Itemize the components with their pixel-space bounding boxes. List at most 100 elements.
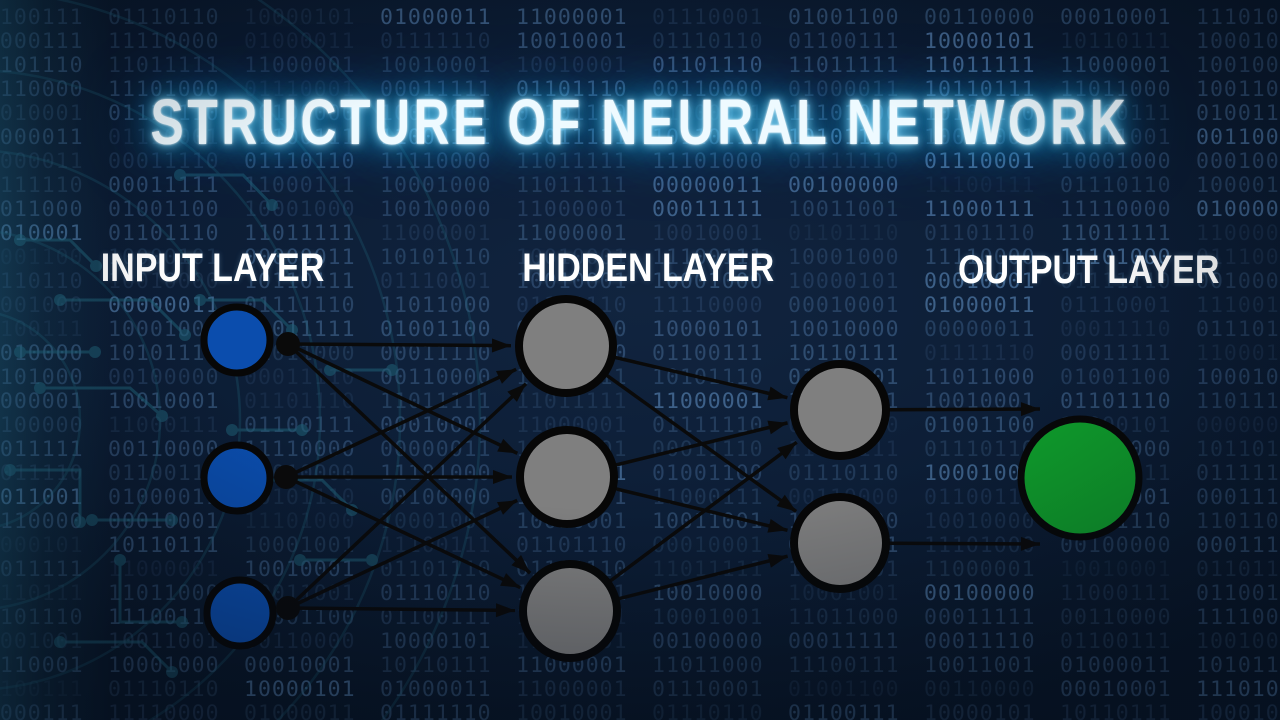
binary-octet: 10010001 [516, 701, 628, 720]
binary-octet: 11000111 [1196, 341, 1280, 366]
binary-octet: 01110110 [788, 461, 900, 486]
circuit-node-dot [54, 294, 66, 306]
circuit-node-dot [4, 464, 16, 476]
binary-octet: 11101000 [1196, 5, 1280, 30]
binary-octet: 00100000 [0, 413, 84, 438]
binary-octet: 10010001 [516, 53, 628, 78]
binary-octet: 11011111 [0, 557, 84, 582]
binary-octet: 01000011 [1196, 197, 1280, 222]
circuit-trace [8, 468, 82, 524]
circuit-node-dot [34, 382, 46, 394]
binary-octet: 10010000 [924, 509, 1036, 534]
binary-octet: 11110000 [924, 245, 1036, 270]
binary-octet: 00110000 [0, 509, 84, 534]
edge-arrow [285, 475, 522, 590]
edge-arrow [287, 498, 518, 610]
binary-octet: 00011111 [788, 629, 900, 654]
circuit-trace [58, 298, 187, 337]
binary-octet: 11000001 [1060, 53, 1172, 78]
binary-octet: 10001001 [108, 317, 220, 342]
binary-octet: 11011111 [516, 125, 628, 150]
binary-octet: 10000101 [108, 245, 220, 270]
binary-octet: 01110110 [1196, 317, 1280, 342]
binary-octet: 01111110 [924, 341, 1036, 366]
circuit-node-dot [74, 516, 86, 528]
binary-octet: 01111110 [380, 701, 492, 720]
binary-octet: 01101110 [788, 221, 900, 246]
binary-octet: 01100111 [652, 341, 764, 366]
circuit-trace [248, 478, 354, 512]
binary-octet: 11011111 [924, 53, 1036, 78]
binary-octet: 11101000 [244, 509, 356, 534]
binary-octet: 10000101 [924, 701, 1036, 720]
binary-octet: 10010001 [516, 29, 628, 54]
binary-octet: 01110110 [1060, 173, 1172, 198]
output-layer-label-wrap: OUTPUT LAYER [909, 248, 1269, 293]
binary-octet: 01110001 [1060, 293, 1172, 318]
hidden-layer-label-wrap: HIDDEN LAYER [468, 246, 828, 291]
circuit-trace [118, 558, 184, 624]
binary-octet: 00010001 [0, 101, 84, 126]
binary-octet: 10000101 [244, 5, 356, 30]
binary-octet: 11000001 [924, 557, 1036, 582]
binary-octet: 00011110 [108, 149, 220, 174]
binary-octet: 01110001 [0, 653, 84, 678]
circuit-node-dot [174, 169, 186, 181]
circuit-node-dot [54, 636, 66, 648]
binary-octet: 11011000 [652, 653, 764, 678]
binary-octet: 10010000 [1196, 629, 1280, 654]
binary-octet: 10001000 [1196, 365, 1280, 390]
binary-octet: 00010001 [1060, 5, 1172, 30]
binary-octet: 01101110 [1060, 389, 1172, 414]
binary-octet: 00110000 [1196, 125, 1280, 150]
binary-octet: 00000011 [1196, 413, 1280, 438]
binary-octet: 00011110 [1060, 317, 1172, 342]
binary-octet: 01110110 [244, 149, 356, 174]
binary-octet: 10001001 [652, 605, 764, 630]
input-node [203, 576, 277, 650]
binary-octet: 10000101 [1196, 173, 1280, 198]
circuit-node-dot [176, 616, 188, 628]
binary-octet: 10010001 [0, 221, 84, 246]
binary-octet: 10001000 [788, 245, 900, 270]
binary-octet: 10010000 [108, 269, 220, 294]
binary-octet: 01100111 [924, 485, 1036, 510]
binary-octet: 11011000 [108, 581, 220, 606]
circuit-node-dot [14, 346, 26, 358]
binary-octet: 10001001 [924, 125, 1036, 150]
binary-octet: 01110110 [652, 701, 764, 720]
binary-octet: 00000011 [0, 149, 84, 174]
binary-octet: 11000001 [516, 197, 628, 222]
binary-octet: 11100111 [1196, 293, 1280, 318]
binary-octet: 10000101 [0, 533, 84, 558]
binary-octet: 11100111 [652, 245, 764, 270]
binary-octet: 11011000 [380, 293, 492, 318]
binary-octet: 10110111 [652, 125, 764, 150]
binary-octet: 10010001 [108, 389, 220, 414]
binary-octet: 10001000 [0, 293, 84, 318]
binary-octet: 11000111 [1060, 581, 1172, 606]
binary-octet: 11000001 [380, 221, 492, 246]
circuit-node-dot [86, 514, 98, 526]
binary-octet: 01100111 [108, 461, 220, 486]
binary-octet: 11000111 [924, 197, 1036, 222]
binary-octet: 01000011 [244, 29, 356, 54]
binary-octet: 00010001 [244, 653, 356, 678]
binary-octet: 10101110 [788, 125, 900, 150]
binary-octet: 10001000 [380, 173, 492, 198]
binary-octet: 11101000 [108, 77, 220, 102]
binary-octet: 00010001 [788, 293, 900, 318]
binary-octet: 11000001 [1196, 221, 1280, 246]
binary-octet: 10101110 [0, 605, 84, 630]
binary-octet: 01100111 [1196, 581, 1280, 606]
connector-dot [274, 465, 298, 489]
binary-octet: 11110000 [108, 29, 220, 54]
binary-octet: 10011001 [924, 653, 1036, 678]
binary-octet: 01101110 [924, 221, 1036, 246]
binary-octet: 11000111 [0, 29, 84, 54]
binary-octet: 11000001 [244, 53, 356, 78]
binary-octet: 01000011 [380, 677, 492, 702]
binary-octet: 11011111 [1196, 389, 1280, 414]
